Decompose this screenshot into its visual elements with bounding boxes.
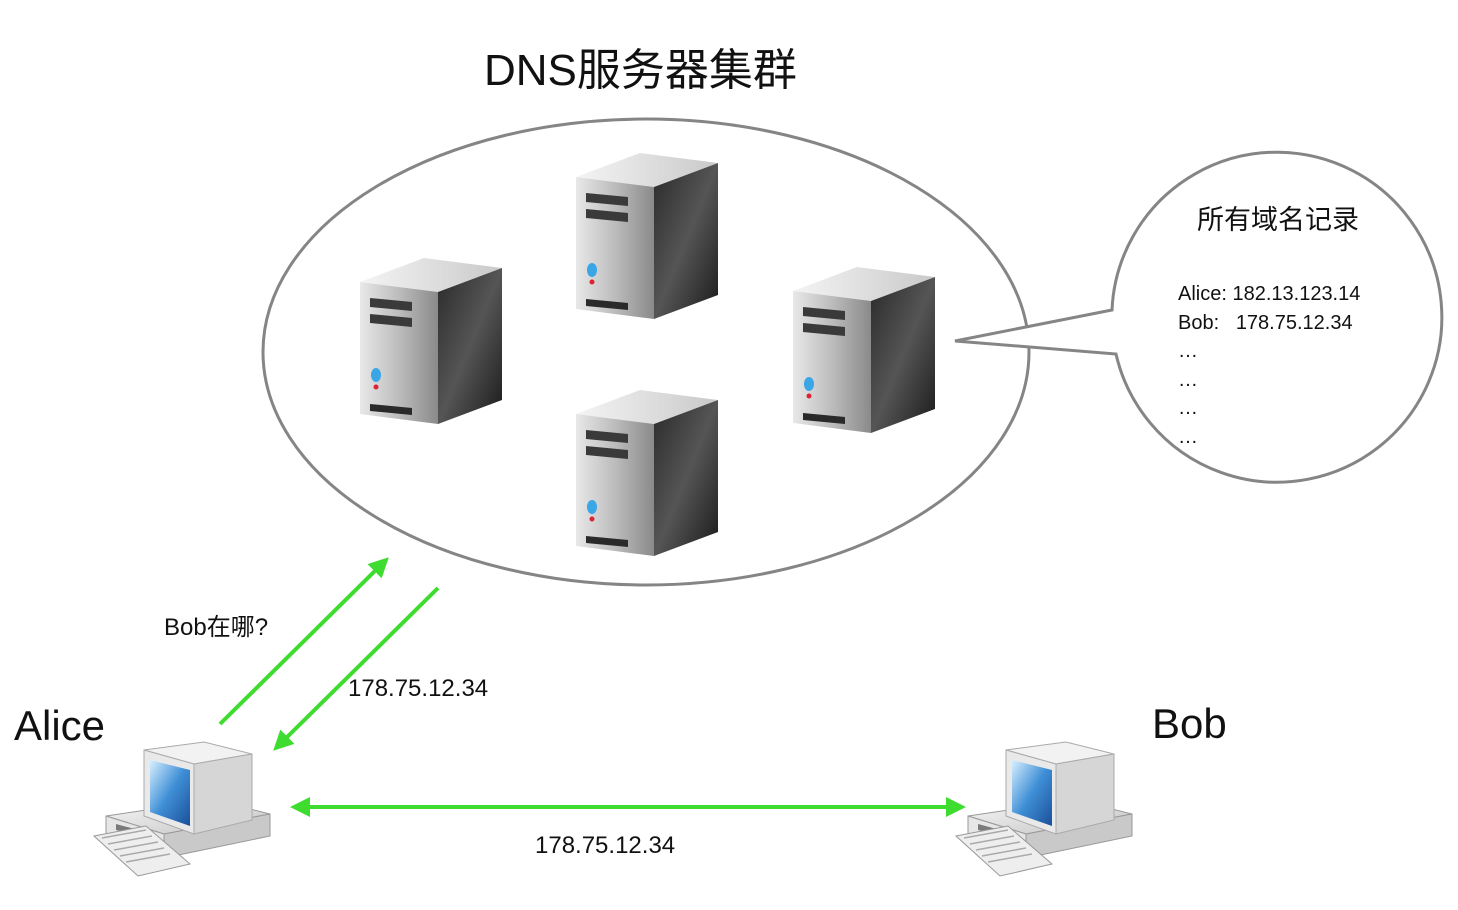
query-message-label: Bob在哪? [164, 614, 269, 641]
record-line: Alice: 182.13.123.14 [1178, 283, 1361, 305]
record-line: … [1178, 340, 1198, 362]
alice-label: Alice [14, 702, 106, 749]
reply-arrow [273, 586, 440, 751]
records-speech-bubble [954, 150, 1444, 484]
query-arrow [218, 557, 389, 726]
server-icon [793, 267, 935, 433]
server-icon [360, 258, 502, 424]
record-line: Bob: 178.75.12.34 [1178, 311, 1353, 334]
direct-connection-label: 178.75.12.34 [535, 832, 676, 859]
server-icon [576, 390, 718, 556]
records-list: Alice: 182.13.123.14 Bob: 178.75.12.34 …… [1178, 280, 1360, 451]
records-title: 所有域名记录 [1197, 205, 1359, 235]
desktop-computer-icon [955, 741, 1133, 877]
bob-label: Bob [1152, 700, 1227, 747]
server-icon [576, 153, 718, 319]
dns-cluster-outline [261, 117, 1031, 587]
record-line: … [1178, 368, 1198, 391]
diagram-title: DNS服务器集群 [484, 46, 797, 95]
reply-message-label: 178.75.12.34 [348, 675, 489, 702]
record-line: … [1178, 425, 1198, 448]
desktop-computer-icon [93, 741, 271, 877]
record-line: … [1178, 397, 1198, 419]
